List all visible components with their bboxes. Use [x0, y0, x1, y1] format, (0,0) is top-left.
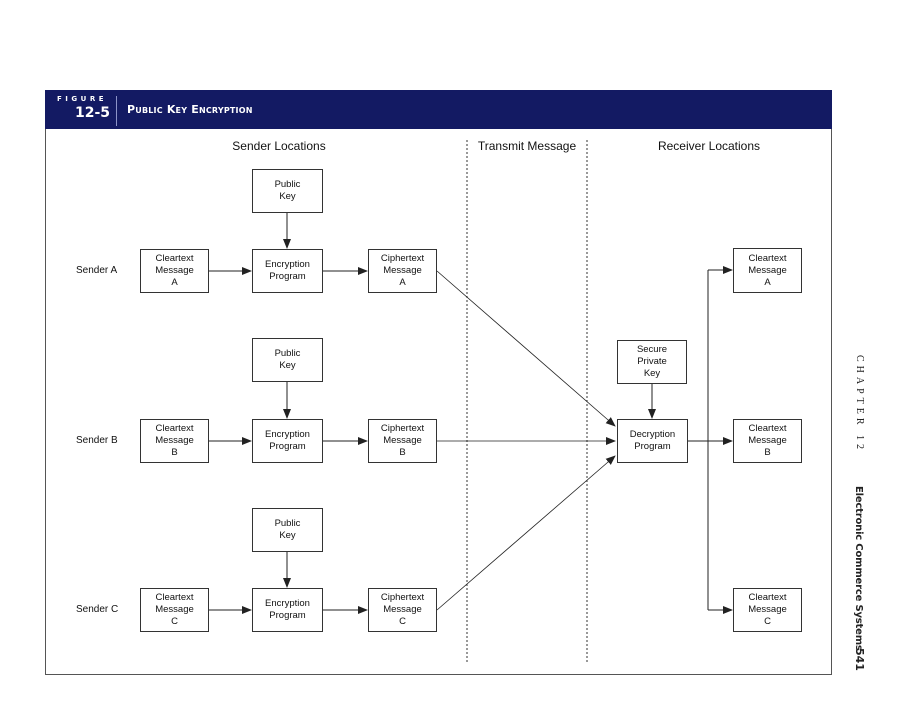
section-heading-transmit: Transmit Message: [477, 139, 577, 153]
running-head-title: Electronic Commerce Systems: [853, 486, 864, 651]
running-head-chapter: CHAPTER 12: [854, 355, 865, 454]
figure-number: 12-5: [75, 105, 111, 121]
sender-label-a: Sender A: [76, 265, 118, 276]
transmit-line-c: [436, 455, 616, 611]
sender-label-c: Sender C: [76, 604, 119, 615]
figure-title: Public Key Encryption: [127, 103, 253, 116]
figure-label: FIGURE: [57, 95, 107, 103]
section-heading-sender: Sender Locations: [232, 139, 326, 153]
sender-label-b: Sender B: [76, 435, 118, 446]
section-heading-receiver: Receiver Locations: [657, 139, 761, 153]
header-divider: [116, 96, 117, 126]
figure-header: FIGURE 12-5 Public Key Encryption: [45, 90, 832, 129]
page-number: 541: [853, 648, 866, 671]
transmit-line-a: [436, 270, 616, 427]
